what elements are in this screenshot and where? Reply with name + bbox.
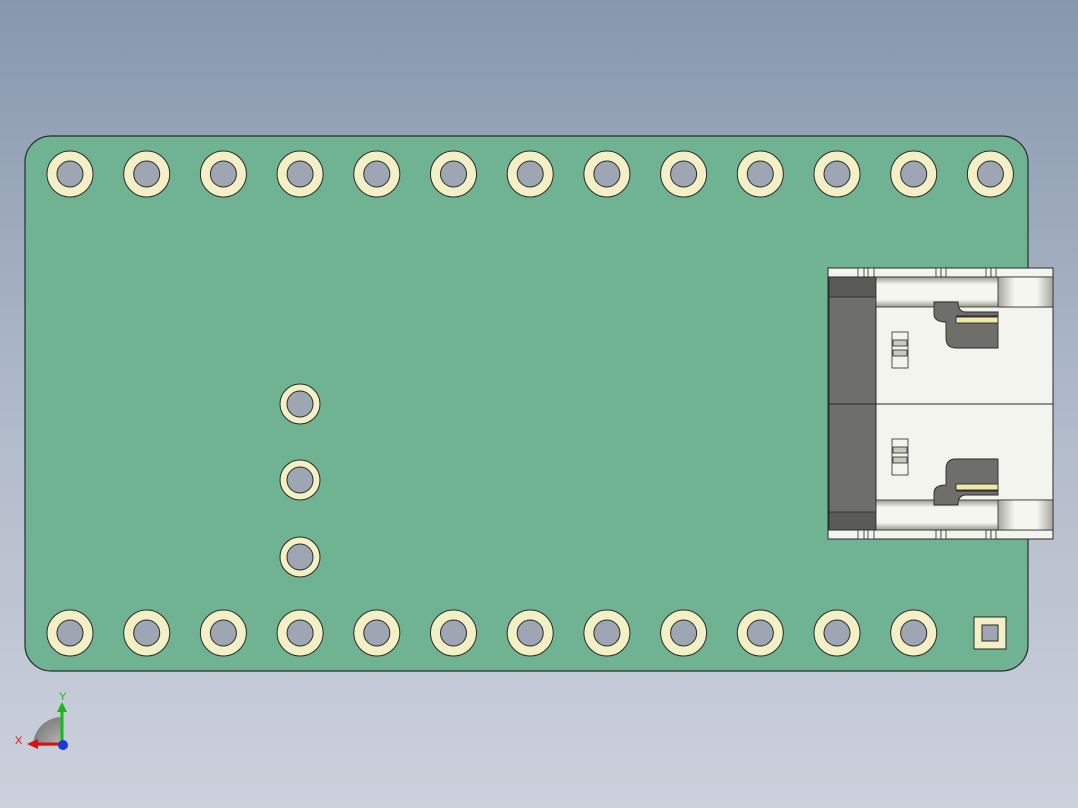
x-axis-label: X (15, 735, 23, 747)
pad-hole (363, 619, 391, 647)
usb-latch-bottom (933, 458, 999, 506)
pad-bottom-9[interactable] (660, 609, 708, 657)
pad-hole (516, 619, 544, 647)
pad-bottom-12[interactable] (890, 609, 938, 657)
pad-bottom-8[interactable] (583, 609, 631, 657)
pad-hole (56, 619, 84, 647)
pad-group (46, 150, 1014, 657)
usb-contacts-top (891, 331, 909, 369)
pad-hole (593, 160, 621, 188)
pad-hole (440, 160, 467, 188)
pad-hole (670, 619, 698, 647)
pad-top-2[interactable] (123, 150, 171, 198)
pad-hole (133, 160, 161, 188)
pad-hole (823, 619, 851, 647)
square-pad[interactable] (973, 616, 1007, 650)
pad-top-4[interactable] (276, 150, 324, 198)
pad-top-11[interactable] (813, 150, 861, 198)
pad-bottom-5[interactable] (353, 609, 401, 657)
pad-top-1[interactable] (46, 150, 94, 198)
pad-top-6[interactable] (430, 150, 477, 198)
pad-top-5[interactable] (353, 150, 401, 198)
pad-hole (823, 160, 851, 188)
pad-hole (746, 619, 774, 647)
usb-shell-top-band (828, 276, 877, 298)
pad-top-10[interactable] (736, 150, 784, 198)
usb-c-connector[interactable] (827, 267, 1054, 540)
pad-bottom-10[interactable] (736, 609, 784, 657)
pad-hole (976, 160, 1004, 188)
pad-hole (593, 619, 621, 647)
pad-bottom-7[interactable] (506, 609, 554, 657)
pad-bottom-1[interactable] (46, 609, 94, 657)
z-axis-dot (58, 740, 68, 750)
pad-hole (56, 160, 84, 188)
pad-hole (670, 160, 698, 188)
pad-bottom-6[interactable] (430, 609, 477, 657)
pad-hole (900, 619, 928, 647)
pad-hole (209, 619, 237, 647)
usb-shell-bottom-band (828, 511, 877, 531)
pad-middle-2[interactable] (279, 459, 321, 501)
x-axis-arrowhead (27, 739, 38, 749)
usb-contacts-bottom (891, 438, 909, 476)
pad-hole (133, 619, 161, 647)
pad-top-13[interactable] (966, 150, 1014, 198)
pad-middle-3[interactable] (279, 536, 321, 578)
y-axis-label: Y (59, 691, 67, 703)
pad-hole (286, 543, 314, 571)
square-pad-hole (981, 624, 999, 642)
usb-latch-top (933, 301, 999, 349)
usb-rail-bottom-right (997, 499, 1054, 531)
pad-hole (209, 160, 237, 188)
pad-hole (286, 619, 314, 647)
pad-bottom-3[interactable] (199, 609, 247, 657)
triad-plane-arc (33, 717, 62, 746)
pad-bottom-2[interactable] (123, 609, 171, 657)
pad-hole (900, 160, 928, 188)
pad-top-12[interactable] (890, 150, 938, 198)
pad-top-3[interactable] (199, 150, 247, 198)
pad-hole (516, 160, 544, 188)
orientation-triad[interactable]: Y X (15, 691, 68, 750)
pad-hole (286, 160, 314, 188)
pad-top-8[interactable] (583, 150, 631, 198)
pad-middle-1[interactable] (279, 383, 321, 425)
pad-bottom-4[interactable] (276, 609, 324, 657)
pad-hole (746, 160, 774, 188)
pad-bottom-11[interactable] (813, 609, 861, 657)
usb-rail-top-right (997, 276, 1054, 308)
pad-hole (286, 390, 314, 418)
pad-hole (363, 160, 391, 188)
pad-hole (286, 466, 314, 494)
pad-hole (440, 619, 467, 647)
pad-top-7[interactable] (506, 150, 554, 198)
y-axis-arrowhead (57, 702, 67, 712)
pad-top-9[interactable] (660, 150, 708, 198)
